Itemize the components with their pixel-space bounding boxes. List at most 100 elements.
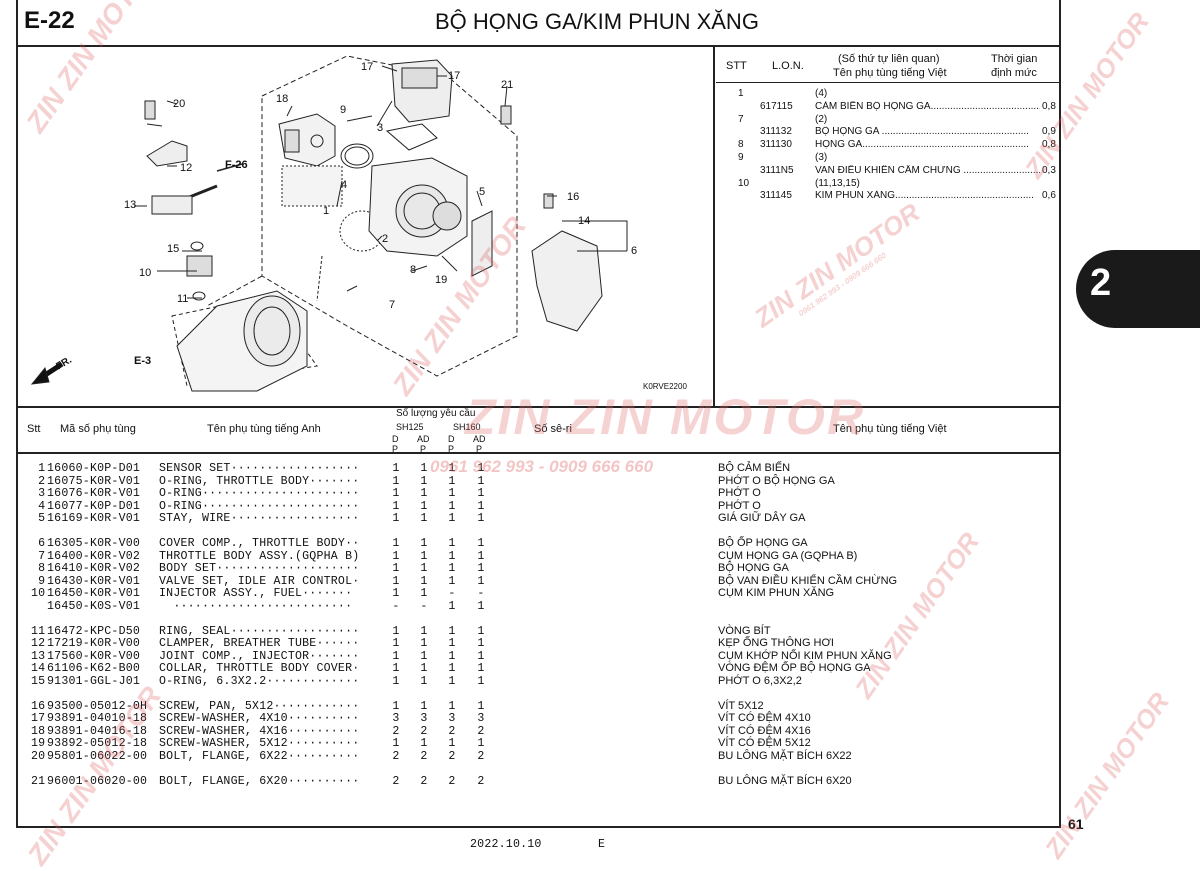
row-part-no: 93892-05012-18 [47,737,148,751]
table-header-p2: P [420,444,427,454]
row-vn-name: VÍT CÓ ĐỆM 4X16 [718,724,811,737]
row-qty: 1 [448,675,456,688]
row-stt: 5 [31,512,46,526]
legend-name: CẢM BIẾN BỘ HỌNG GA.....................… [815,100,1040,112]
callout-20: 20 [173,98,186,110]
row-qty: 3 [477,712,485,726]
page-title: BỘ HỌNG GA/KIM PHUN XĂNG [435,9,759,34]
legend-lon: 617115 [760,100,793,112]
row-stt: 9 [31,574,46,588]
legend-header-vn-name: Tên phụ tùng tiếng Việt [833,67,947,79]
legend-name: BỘ HỌNG GA .............................… [815,126,1029,138]
exploded-diagram [30,55,628,392]
row-stt: 21 [31,774,46,788]
callout-21: 21 [501,79,514,91]
row-en-name: BOLT, FLANGE, 6X20·········· [159,774,360,788]
row-qty: 1 [448,574,456,588]
row-qty: 2 [477,774,485,788]
row-en-name: VALVE SET, IDLE AIR CONTROL· [159,574,360,588]
row-qty: 1 [392,699,400,713]
callout-2: 2 [382,233,389,245]
row-part-no: 17560-K0R-V00 [47,649,141,663]
callout-10: 10 [139,267,152,279]
row-stt: 1 [31,462,46,475]
row-vn-name: VÍT CÓ ĐỆM 4X10 [718,712,811,725]
diagram-ref-code: K0RVE2200 [643,382,687,391]
row-qty: 1 [477,624,485,638]
row-qty: 2 [448,750,456,763]
legend-name: (2) [815,113,828,125]
row-qty: 1 [420,474,428,488]
row-vn-name: VÍT CÓ ĐỆM 5X12 [718,737,811,750]
row-qty: 2 [448,774,456,788]
row-qty: 1 [392,675,400,688]
table-header-stt: Stt [27,423,41,435]
row-qty: 1 [420,549,428,563]
row-en-name: O-RING······················ [159,487,360,501]
row-part-no: 16077-K0P-D01 [47,499,141,513]
legend-stt: 8 [738,139,744,151]
row-qty: 2 [448,724,456,738]
row-qty: 1 [392,487,400,501]
row-qty: 1 [448,512,456,526]
row-en-name: THROTTLE BODY ASSY.(GQPHA B) [159,549,360,563]
row-qty: 3 [448,712,456,726]
table-header-sh125: SH125 [396,422,424,432]
row-qty: 1 [392,587,400,601]
row-en-name: O-RING, 6.3X2.2············· [159,675,360,688]
table-top-line [16,406,1061,408]
row-qty: 1 [420,462,428,475]
legend-name: KIM PHUN XĂNG...........................… [815,190,1034,202]
row-qty: 1 [420,512,428,526]
table-header-sh160: SH160 [453,422,481,432]
callout-14: 14 [578,215,591,227]
table-header-d1: D [392,434,399,444]
legend-name: VAN ĐIỀU KHIỂN CẦM CHỪNG ...............… [815,164,1040,176]
row-qty: 1 [477,600,485,613]
row-part-no: 93891-04016-18 [47,724,148,738]
row-en-name: COLLAR, THROTTLE BODY COVER· [159,662,360,676]
row-qty: 1 [420,637,428,651]
legend-lon: 311145 [760,190,792,202]
callout-17-top: 17 [361,61,374,73]
legend-name: (3) [815,152,828,163]
row-vn-name: BỘ HỌNG GA [718,562,789,575]
row-part-no: 93891-04010-18 [47,712,148,726]
row-en-name: SCREW-WASHER, 4X10·········· [159,712,360,726]
row-qty: 1 [392,637,400,651]
row-part-no: 16430-K0R-V01 [47,574,141,588]
row-stt: 13 [31,649,46,663]
table-header-vn-name: Tên phụ tùng tiếng Việt [833,423,947,435]
legend-time: 0,6 [1042,190,1056,202]
table-header-en-name: Tên phụ tùng tiếng Anh [207,423,321,435]
row-qty: 1 [392,474,400,488]
table-header-ad1: AD [417,434,430,444]
row-stt: 18 [31,724,46,738]
callout-1: 1 [323,205,330,217]
row-qty: 2 [420,774,428,788]
row-qty: 2 [392,724,400,738]
row-qty: 1 [448,499,456,513]
row-qty: 1 [420,699,428,713]
row-qty: 1 [420,624,428,638]
row-vn-name: BU LÔNG MẶT BÍCH 6X22 [718,750,852,762]
row-qty: 1 [477,637,485,651]
section-tab-number: 2 [1090,262,1112,304]
row-part-no: 16400-K0R-V02 [47,549,141,563]
row-part-no: 16450-K0R-V01 [47,587,141,601]
row-en-name: SCREW, PAN, 5X12············ [159,699,360,713]
table-header-p4: P [476,444,483,454]
row-vn-name: PHỚT O 6,3X2,2 [718,675,802,687]
row-qty: 2 [477,724,485,738]
row-qty: 1 [420,675,428,688]
footer-letter: E [598,838,606,851]
table-header-line [16,452,1061,454]
row-part-no: 16410-K0R-V02 [47,562,141,576]
row-qty: 1 [420,562,428,576]
row-qty: 2 [420,750,428,763]
row-qty: 1 [477,512,485,526]
row-en-name: CLAMPER, BREATHER TUBE······ [159,637,360,651]
legend-stt: 7 [738,113,744,125]
legend-header-rate: định mức [991,67,1037,79]
callout-16: 16 [567,191,580,203]
